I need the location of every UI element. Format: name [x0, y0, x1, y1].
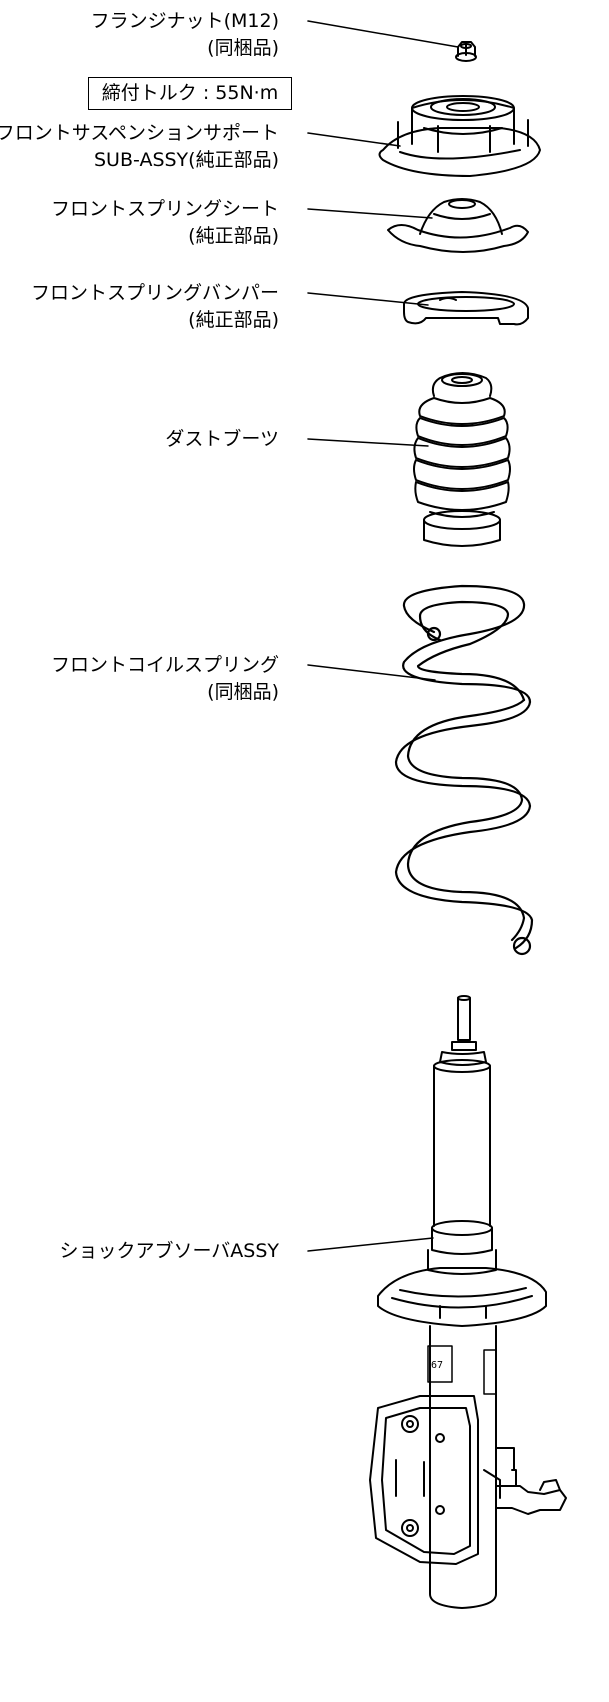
callout-spring-seat: フロントスプリングシート (純正部品): [51, 196, 279, 250]
callout-suspension-support: フロントサスペンションサポート SUB-ASSY(純正部品): [0, 120, 279, 174]
callout-spring-bumper-name: フロントスプリングバンパー: [31, 282, 279, 304]
leader-dust-boot: [308, 439, 428, 446]
suspension-support-drawing: [380, 96, 541, 176]
callout-spring-seat-note: (純正部品): [188, 225, 279, 247]
leader-flange-nut: [308, 21, 458, 47]
spring-seat-drawing: [388, 199, 528, 252]
callout-coil-spring: フロントコイルスプリング (同梱品): [51, 652, 279, 706]
callout-spring-bumper: フロントスプリングバンパー (純正部品): [31, 280, 279, 334]
callout-dust-boot: ダストブーツ: [165, 426, 279, 453]
callout-shock-absorber-name: ショックアブソーバASSY: [59, 1240, 279, 1262]
shock-label-text: 67: [431, 1360, 443, 1371]
callout-suspension-support-name: フロントサスペンションサポート: [0, 122, 279, 144]
callout-coil-spring-name: フロントコイルスプリング: [50, 654, 279, 676]
shock-absorber-drawing: 67: [370, 996, 566, 1608]
torque-spec-box: 締付トルク : 55N·m: [88, 77, 292, 110]
leader-suspension-support: [308, 133, 400, 146]
leader-lines: [308, 21, 458, 1251]
callout-coil-spring-note: (同梱品): [207, 681, 279, 703]
callout-shock-absorber: ショックアブソーバASSY: [59, 1238, 279, 1265]
callout-dust-boot-name: ダストブーツ: [165, 428, 279, 450]
spring-bumper-drawing: [404, 292, 528, 324]
leader-spring-bumper: [308, 293, 428, 305]
leader-spring-seat: [308, 209, 432, 218]
leader-shock-absorber: [308, 1238, 433, 1251]
callout-suspension-support-note: SUB-ASSY(純正部品): [94, 149, 279, 171]
callout-flange-nut-note: (同梱品): [207, 37, 279, 59]
callout-spring-bumper-note: (純正部品): [188, 309, 279, 331]
callout-spring-seat-name: フロントスプリングシート: [50, 198, 279, 220]
flange-nut-drawing: [456, 42, 476, 61]
callout-flange-nut: フランジナット(M12) (同梱品): [91, 8, 279, 62]
dust-boot-drawing: [414, 373, 510, 546]
leader-coil-spring: [308, 665, 435, 680]
coil-spring-drawing: [396, 586, 532, 954]
callout-flange-nut-name: フランジナット(M12): [90, 10, 279, 32]
